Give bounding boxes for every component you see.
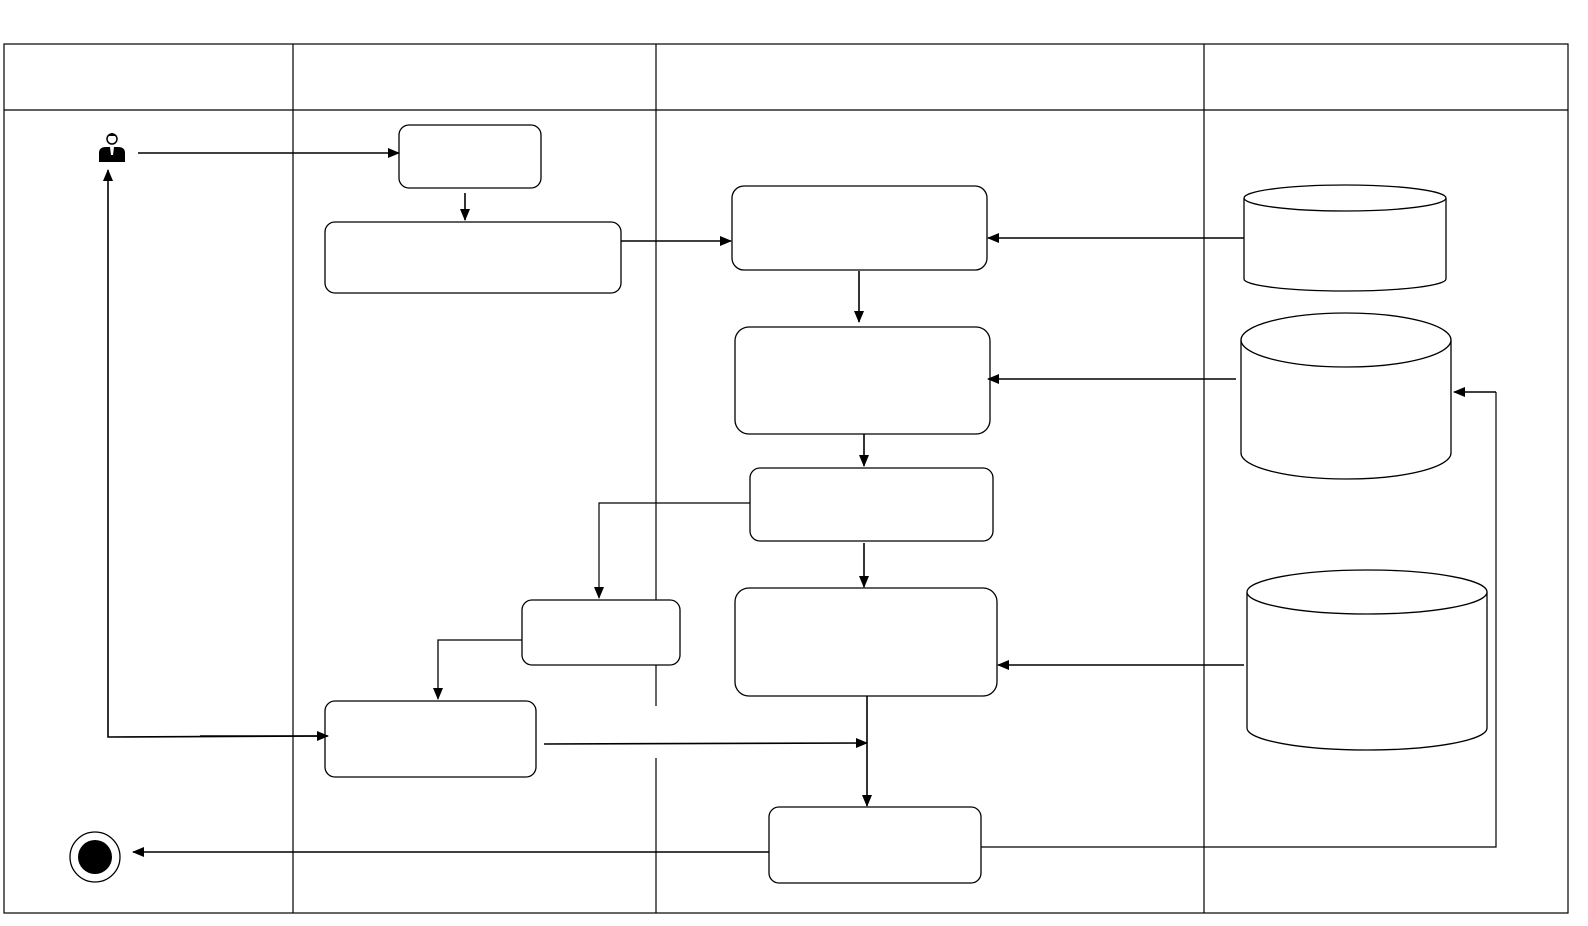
activity-n7 [324,700,537,778]
user-icon [99,133,125,162]
activity-n2 [324,221,622,294]
activity-n8 [734,587,998,697]
edge-n9-db2 [981,392,1497,848]
activity-n4 [734,326,991,435]
edge-n7-n9 [543,738,868,749]
activity-n3 [731,185,988,271]
datastore-db1 [1243,184,1447,292]
activity-n9 [768,806,982,884]
datastore-db3 [1246,569,1488,751]
activity-n6 [521,599,681,666]
edge-n6-n7 [433,639,522,700]
edge-n5-n6 [594,502,750,599]
activity-n5 [749,467,994,542]
outer-border [3,43,1569,914]
datastore-db2 [1240,312,1452,480]
edges [103,148,1497,857]
swimlane-frame [3,43,1569,914]
activity-n1 [398,124,542,189]
final-node [69,831,121,883]
